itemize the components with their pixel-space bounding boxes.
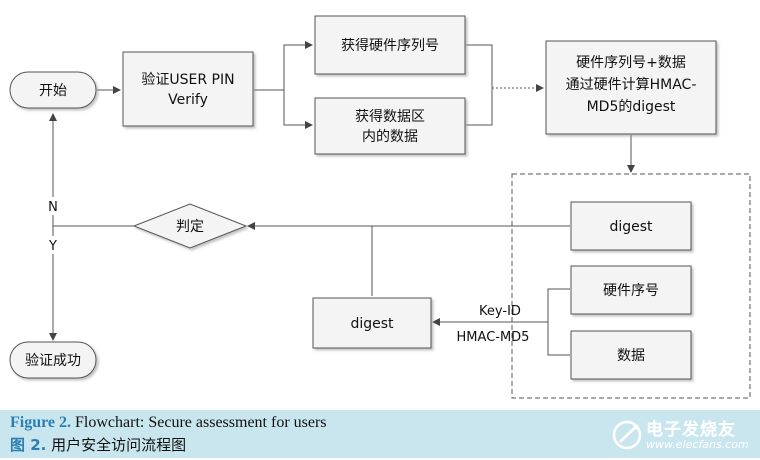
success-node: 验证成功 <box>9 341 97 379</box>
start-node: 开始 <box>9 71 97 109</box>
data-box: 数据 <box>570 330 692 380</box>
caption-en-number: Figure 2. <box>10 414 72 431</box>
digest-result-label: digest <box>350 316 394 332</box>
connector-lines <box>49 41 635 356</box>
caption-cn-text: 用户安全访问流程图 <box>46 436 187 454</box>
hardware-group-frame <box>511 173 751 399</box>
start-label: 开始 <box>39 83 67 99</box>
watermark: 电子发烧友 www.elecfans.com <box>610 414 756 456</box>
caption-en-text: Flowchart: Secure assessment for users <box>71 414 327 431</box>
compute-line2: 通过硬件计算HMAC- <box>566 77 697 93</box>
compute-digest-box: 硬件序列号+数据 通过硬件计算HMAC- MD5的digest <box>545 40 717 135</box>
verify-pin-line2: Verify <box>168 92 208 108</box>
hmac-label: HMAC-MD5 <box>457 330 530 345</box>
no-label: N <box>48 200 58 215</box>
figure-caption: Figure 2. Flowchart: Secure assessment f… <box>0 410 760 458</box>
serial-number-label: 硬件序号 <box>603 283 659 299</box>
compute-line1: 硬件序列号+数据 <box>576 55 686 71</box>
caption-chinese: 图 2. 用户安全访问流程图 <box>10 434 186 455</box>
get-serial-box: 获得硬件序列号 <box>314 15 466 75</box>
get-data-line1: 获得数据区 <box>355 108 425 125</box>
get-serial-label: 获得硬件序列号 <box>341 37 439 54</box>
watermark-url: www.elecfans.com <box>646 438 749 451</box>
watermark-brand: 电子发烧友 <box>646 420 736 440</box>
data-label: 数据 <box>617 348 645 364</box>
decision-diamond: 判定 <box>132 203 248 249</box>
get-data-line2: 内的数据 <box>362 129 418 145</box>
verify-pin-box: 验证USER PIN Verify <box>122 51 254 127</box>
watermark-logo-icon <box>612 420 642 450</box>
get-data-box: 获得数据区 内的数据 <box>314 97 466 155</box>
digest-input-box: digest <box>570 201 692 251</box>
decision-label: 判定 <box>176 219 204 235</box>
digest-result-box: digest <box>312 297 432 349</box>
digest-input-label: digest <box>609 219 653 235</box>
success-label: 验证成功 <box>25 353 81 369</box>
key-id-label: Key-ID <box>479 304 521 319</box>
compute-line3: MD5的digest <box>587 99 676 115</box>
verify-pin-line1: 验证USER PIN <box>141 72 234 88</box>
yes-label: Y <box>48 239 57 254</box>
caption-english: Figure 2. Flowchart: Secure assessment f… <box>10 414 327 432</box>
serial-number-box: 硬件序号 <box>570 265 692 315</box>
caption-cn-number: 图 2. <box>10 436 47 454</box>
flowchart: 开始 验证USER PIN Verify 获得硬件序列号 获得数据区 内的数据 … <box>9 15 751 399</box>
